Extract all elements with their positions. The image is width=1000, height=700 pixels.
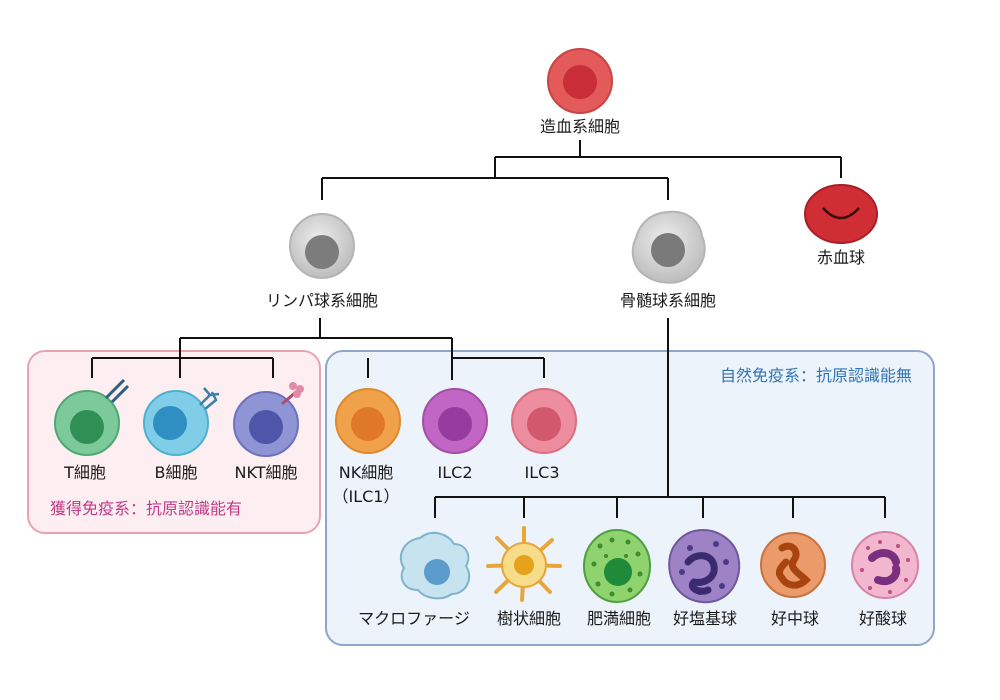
- basophil-icon: [668, 528, 741, 604]
- erythrocyte-label: 赤血球: [816, 248, 866, 267]
- erythrocyte-icon: [804, 184, 878, 244]
- hematopoietic-cell-icon: [547, 48, 613, 114]
- tree-connectors: [91, 140, 886, 518]
- eosinophil-label: 好酸球: [858, 609, 908, 628]
- lymphoid-progenitor-icon: [289, 213, 355, 279]
- hematopoietic-cell-label: 造血系細胞: [539, 117, 621, 136]
- ilc2-icon: [422, 388, 488, 454]
- b-cell-icon: [143, 387, 220, 456]
- mast-cell-label: 肥満細胞: [586, 609, 652, 628]
- nk-cell-label: NK細胞: [338, 463, 394, 482]
- nkt-cell-icon: [233, 382, 304, 457]
- dendritic-cell-icon: [486, 526, 562, 602]
- neutrophil-label: 好中球: [770, 609, 820, 628]
- nkt-cell-label: NKT細胞: [234, 463, 298, 482]
- dendritic-cell-label: 樹状細胞: [496, 609, 562, 628]
- ilc1-label: （ILC1）: [332, 487, 400, 506]
- myeloid-cell-label: 骨髄球系細胞: [619, 291, 717, 310]
- neutrophil-icon: [760, 532, 826, 598]
- ilc3-label: ILC3: [524, 463, 560, 482]
- myeloid-progenitor-icon: [631, 210, 706, 284]
- mast-cell-icon: [583, 529, 651, 603]
- ilc2-label: ILC2: [437, 463, 473, 482]
- innate-immunity-title: 自然免疫系：抗原認識能無: [719, 366, 912, 385]
- acquired-immunity-title: 獲得免疫系：抗原認識能有: [50, 499, 243, 518]
- b-cell-label: B細胞: [154, 463, 198, 482]
- lymphoid-cell-label: リンパ球系細胞: [265, 291, 379, 310]
- t-cell-icon: [54, 378, 130, 456]
- eosinophil-icon: [851, 531, 919, 599]
- basophil-label: 好塩基球: [672, 609, 738, 628]
- macrophage-icon: [399, 531, 471, 600]
- ilc3-icon: [511, 388, 577, 454]
- t-cell-label: T細胞: [64, 463, 106, 482]
- nk-cell-icon: [335, 388, 401, 454]
- macrophage-label: マクロファージ: [358, 609, 470, 628]
